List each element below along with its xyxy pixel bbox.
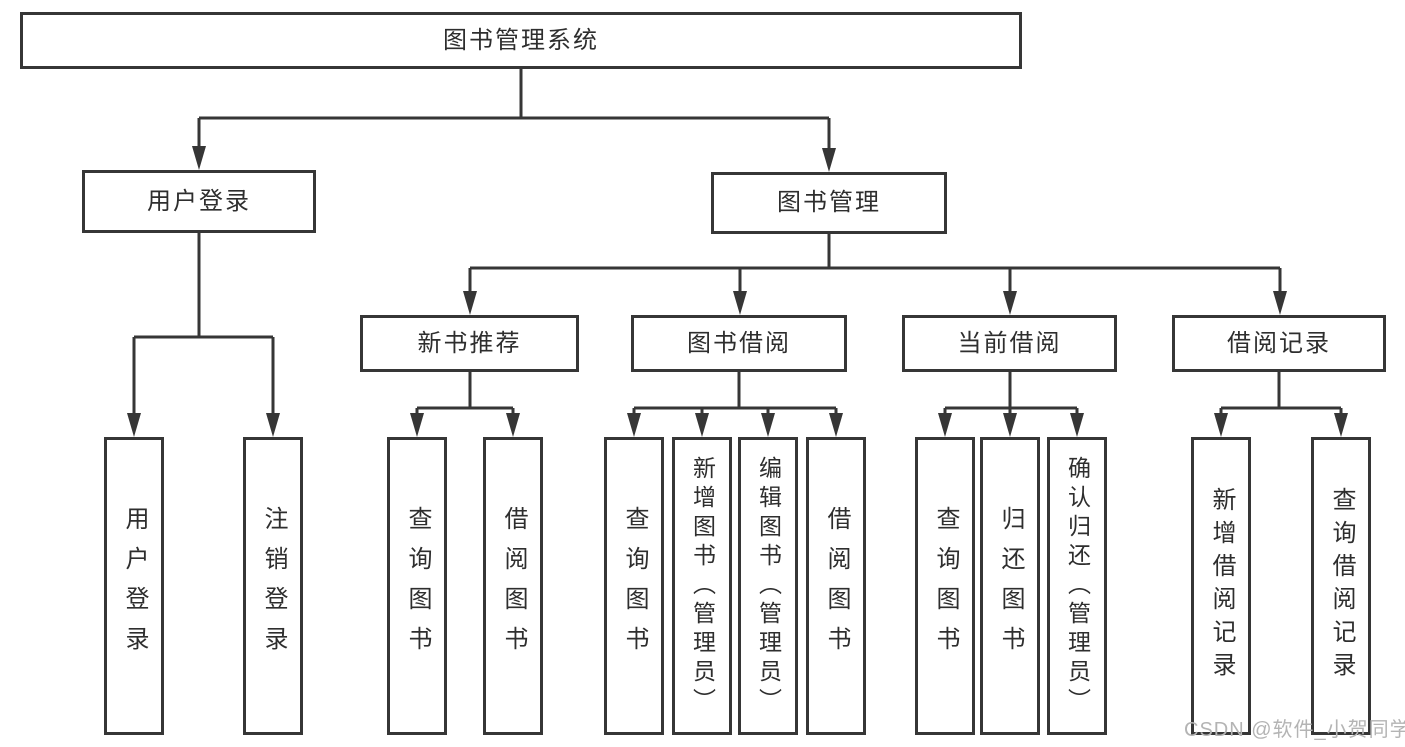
node-current-borrowing: 当前借阅 [902, 315, 1117, 372]
leaf-return-books: 归还图书 [980, 437, 1040, 735]
leaf-confirm-return-admin: 确认归还（管理员） [1047, 437, 1107, 735]
leaf-query-books-current: 查询图书 [915, 437, 975, 735]
leaf-borrow-books-recommend: 借阅图书 [483, 437, 543, 735]
arrowheads [127, 146, 1348, 437]
node-new-book-recommendation: 新书推荐 [360, 315, 579, 372]
leaf-query-books-recommend: 查询图书 [387, 437, 447, 735]
node-book-borrowing: 图书借阅 [631, 315, 847, 372]
node-root-library-management-system: 图书管理系统 [20, 12, 1022, 69]
node-book-management-branch: 图书管理 [711, 172, 947, 234]
csdn-watermark: CSDN @软件_小贺同学 [1184, 719, 1405, 741]
leaf-edit-books-admin: 编辑图书（管理员） [738, 437, 798, 735]
leaf-add-borrow-record: 新增借阅记录 [1191, 437, 1251, 735]
node-borrowing-records: 借阅记录 [1172, 315, 1386, 372]
leaf-query-borrow-record: 查询借阅记录 [1311, 437, 1371, 735]
leaf-add-books-admin: 新增图书（管理员） [672, 437, 732, 735]
leaf-query-books-borrowing: 查询图书 [604, 437, 664, 735]
leaf-borrow-books: 借阅图书 [806, 437, 866, 735]
leaf-user-login: 用户登录 [104, 437, 164, 735]
leaf-logout: 注销登录 [243, 437, 303, 735]
node-user-login-branch: 用户登录 [82, 170, 316, 233]
